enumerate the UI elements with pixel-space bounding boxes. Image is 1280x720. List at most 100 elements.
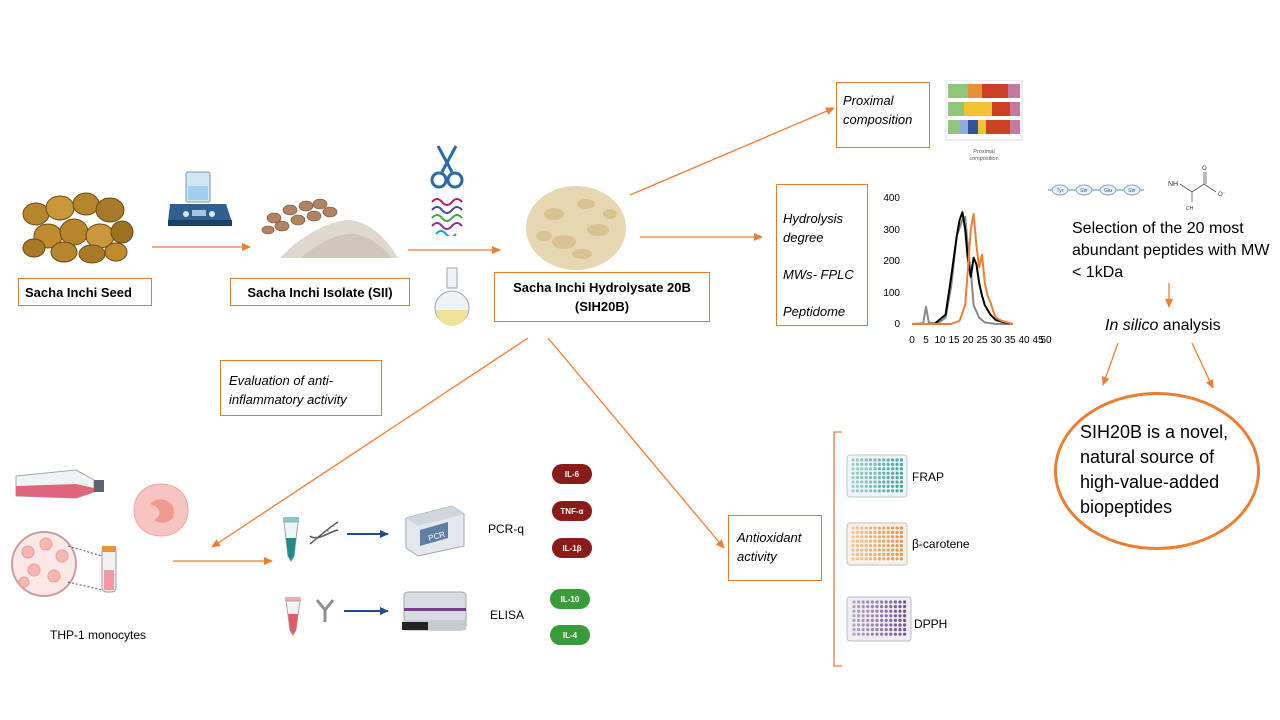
plate-well — [869, 552, 873, 556]
conclusion-line2: natural source of — [1080, 447, 1215, 467]
isolate-powder-image — [261, 198, 398, 258]
assay-carotene-label: β-carotene — [912, 537, 970, 551]
plate-well — [886, 489, 890, 493]
elisa-reader-icon — [402, 591, 467, 631]
plate-well — [882, 462, 886, 466]
plate-well — [869, 526, 873, 530]
fplc-series-line-1 — [911, 215, 1010, 325]
plate-well — [884, 628, 888, 632]
cell-magnified-view-icon — [11, 531, 117, 597]
plate-well — [851, 548, 855, 552]
plate-well — [899, 557, 903, 561]
plate-well — [873, 526, 877, 530]
plate-well — [866, 605, 870, 609]
plate-well — [889, 605, 893, 609]
plate-well — [864, 548, 868, 552]
plate-well — [857, 614, 861, 618]
plate-well — [895, 530, 899, 534]
plate-well — [860, 458, 864, 462]
plate-well — [851, 557, 855, 561]
plate-well — [875, 605, 879, 609]
plate-well — [895, 458, 899, 462]
plate-well — [899, 484, 903, 488]
residue-2: Ser — [1080, 188, 1088, 194]
plate-well — [899, 530, 903, 534]
plate-well — [877, 535, 881, 539]
arrow-to-antioxidant — [547, 337, 725, 549]
plate-well — [869, 530, 873, 534]
arrow-to-anti-inflam — [211, 337, 529, 548]
marker-tnfa: TNF-α — [552, 501, 592, 521]
plate-well — [866, 609, 870, 613]
plate-well — [875, 600, 879, 604]
arrow-to-proximal — [629, 107, 835, 196]
plate-well — [869, 462, 873, 466]
plate-well — [882, 539, 886, 543]
antioxidant-line1: Antioxidant — [737, 530, 802, 545]
plate-well — [891, 557, 895, 561]
plate-well — [852, 623, 856, 627]
plate-well — [882, 530, 886, 534]
plate-well — [886, 530, 890, 534]
anti-inflam-line1: Evaluation of anti- — [229, 373, 334, 388]
plate-well — [893, 609, 897, 613]
plate-well — [891, 544, 895, 548]
plate-well — [864, 484, 868, 488]
plate-well — [866, 600, 870, 604]
plate-well — [877, 557, 881, 561]
antioxidant-box: Antioxidant activity — [728, 515, 822, 581]
plate-well — [898, 605, 902, 609]
plate-well — [903, 618, 907, 622]
plate-well — [898, 628, 902, 632]
plate-well — [891, 484, 895, 488]
plate-well — [860, 467, 864, 471]
hydrolysis-box: Hydrolysis degree MWs- FPLC Peptidome — [776, 184, 868, 326]
plate-well — [855, 548, 859, 552]
plate-well — [851, 535, 855, 539]
plate-well — [889, 628, 893, 632]
plate-well — [851, 552, 855, 556]
seed-label-box: Sacha Inchi Seed — [18, 278, 152, 306]
residue-3: Glu — [1104, 188, 1112, 194]
x-tick-0: 0 — [909, 335, 915, 346]
plate-well — [882, 544, 886, 548]
x-tick-25: 25 — [976, 335, 988, 346]
plate-well — [889, 600, 893, 604]
plate-well — [864, 526, 868, 530]
plate-well — [891, 476, 895, 480]
arrow-insilico-right — [1191, 342, 1214, 389]
plate-well — [875, 628, 879, 632]
plate-well — [877, 471, 881, 475]
seed-label: Sacha Inchi Seed — [25, 284, 132, 300]
plate-well — [855, 530, 859, 534]
plate-well — [870, 609, 874, 613]
plate-well — [886, 552, 890, 556]
cells-label: THP-1 monocytes — [50, 628, 147, 642]
plate-well — [898, 609, 902, 613]
plate-well — [899, 458, 903, 462]
plate-well — [860, 471, 864, 475]
plate-well — [899, 471, 903, 475]
plate-well — [886, 480, 890, 484]
plate-well — [893, 614, 897, 618]
plate-well — [898, 614, 902, 618]
plate-well — [873, 462, 877, 466]
plate-well — [903, 628, 907, 632]
plate-well — [882, 535, 886, 539]
plate-well — [864, 471, 868, 475]
plate-well — [882, 526, 886, 530]
plate-well — [864, 480, 868, 484]
plate-well — [877, 544, 881, 548]
plate-well — [899, 548, 903, 552]
chem-o-minus: O⁻ — [1218, 192, 1226, 198]
plate-well — [880, 609, 884, 613]
hydrolysis-degree-line1: Hydrolysis — [783, 211, 843, 226]
plate-well — [886, 462, 890, 466]
anti-inflam-line2: inflammatory activity — [229, 392, 347, 407]
plate-well — [851, 480, 855, 484]
plate-well — [860, 535, 864, 539]
antibody-icon — [315, 599, 335, 622]
plate-well — [870, 628, 874, 632]
plate-well — [864, 535, 868, 539]
plate-well — [875, 623, 879, 627]
